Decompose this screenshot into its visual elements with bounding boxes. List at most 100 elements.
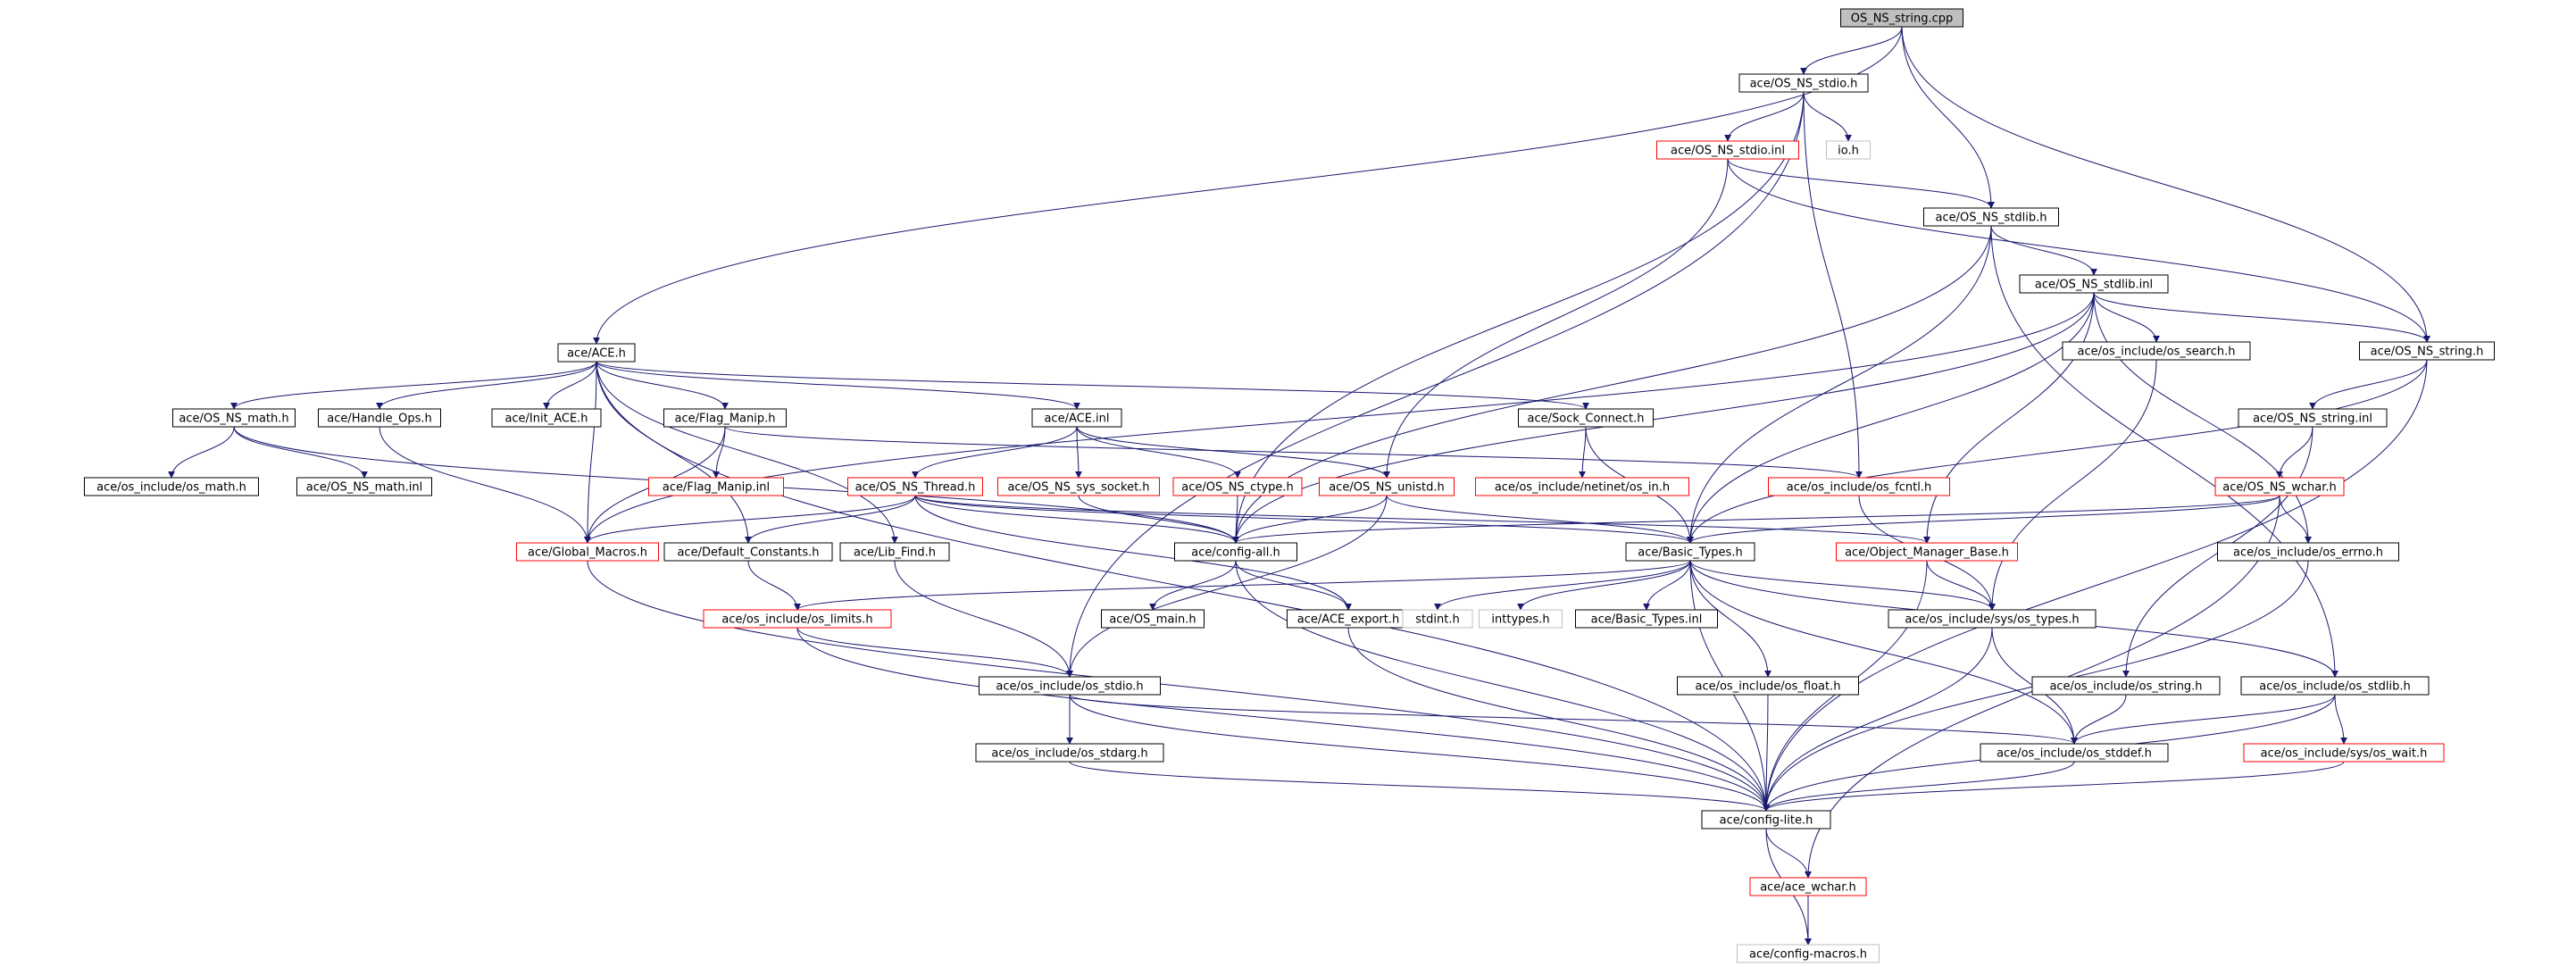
node-io-h[interactable]: io.h: [1826, 140, 1871, 160]
node-stdint-h[interactable]: stdint.h: [1402, 609, 1473, 629]
node-label: ace/os_include/os_stdio.h: [996, 680, 1143, 694]
node-libfind-h[interactable]: ace/Lib_Find.h: [839, 542, 950, 562]
node-label: ace/Basic_Types.h: [1638, 546, 1742, 560]
node-label: ace/ACE.h: [567, 347, 626, 361]
edge-math-h-to-math-inl: [233, 426, 368, 479]
node-objmgr-h[interactable]: ace/Object_Manager_Base.h: [1836, 542, 2018, 562]
node-fcntl-h[interactable]: ace/os_include/os_fcntl.h: [1768, 477, 1950, 496]
node-box: [1888, 609, 2097, 629]
node-label: ace/Handle_Ops.h: [327, 413, 431, 426]
node-box: [1479, 609, 1563, 629]
node-float-h[interactable]: ace/os_include/os_float.h: [1677, 676, 1859, 696]
node-bt-inl[interactable]: ace/Basic_Types.inl: [1575, 609, 1718, 629]
node-label: ace/os_include/os_search.h: [2078, 346, 2236, 359]
node-globmac-h[interactable]: ace/Global_Macros.h: [516, 542, 659, 562]
node-flag-h[interactable]: ace/Flag_Manip.h: [663, 408, 787, 428]
edge-stdio-h-to-io-h: [1803, 91, 1852, 142]
edge-unistd-h-to-basictypes-h: [1386, 495, 1694, 544]
node-label: ace/os_include/sys/os_types.h: [1905, 613, 2079, 627]
node-box: [1840, 8, 1963, 28]
node-box: [1174, 542, 1297, 562]
node-acewchar-h[interactable]: ace/ace_wchar.h: [1749, 877, 1867, 896]
node-ace-h[interactable]: ace/ACE.h: [557, 343, 636, 363]
node-stdio-h[interactable]: ace/OS_NS_stdio.h: [1738, 73, 1869, 93]
node-basictypes-h[interactable]: ace/Basic_Types.h: [1625, 542, 1755, 562]
node-init-h[interactable]: ace/Init_ACE.h: [491, 408, 602, 428]
node-box: [1768, 477, 1950, 496]
edge-ace-h-to-math-h: [230, 361, 597, 410]
edge-ace-h-to-init-h: [543, 361, 597, 410]
node-osstring-h[interactable]: ace/os_include/os_string.h: [2031, 676, 2221, 696]
edge-osstdio-h-to-configlite-h: [1069, 694, 1770, 812]
node-osinc-math[interactable]: ace/os_include/os_math.h: [84, 477, 259, 496]
node-socket-h[interactable]: ace/OS_NS_sys_socket.h: [997, 477, 1160, 496]
node-label: ace/OS_NS_stdlib.h: [1936, 212, 2047, 225]
node-errno-h[interactable]: ace/os_include/os_errno.h: [2217, 542, 2399, 562]
edge-stdio-h-to-configall-h: [1232, 91, 1805, 544]
node-configall-h[interactable]: ace/config-all.h: [1174, 542, 1297, 562]
node-types-h[interactable]: ace/os_include/sys/os_types.h: [1888, 609, 2097, 629]
node-wait-h[interactable]: ace/os_include/sys/os_wait.h: [2243, 743, 2445, 763]
node-ace-inl[interactable]: ace/ACE.inl: [1031, 408, 1122, 428]
node-box: [1738, 73, 1869, 93]
node-configlite-h[interactable]: ace/config-lite.h: [1701, 810, 1831, 829]
node-inttypes-h[interactable]: inttypes.h: [1479, 609, 1563, 629]
node-limits-h[interactable]: ace/os_include/os_limits.h: [703, 609, 892, 629]
node-box: [979, 676, 1161, 696]
node-wchar-h[interactable]: ace/OS_NS_wchar.h: [2214, 477, 2345, 496]
node-handle-h[interactable]: ace/Handle_Ops.h: [318, 408, 441, 428]
node-string-inl[interactable]: ace/OS_NS_string.inl: [2238, 408, 2388, 428]
edge-ace-h-to-flag-h: [596, 361, 729, 410]
edge-basictypes-h-to-types-h: [1689, 560, 1996, 611]
edge-unistd-h-to-configall-h: [1232, 495, 1388, 544]
node-stdlib-inl[interactable]: ace/OS_NS_stdlib.inl: [2019, 274, 2169, 294]
node-label: ace/OS_NS_sys_socket.h: [1007, 481, 1149, 495]
node-label: ace/os_include/os_float.h: [1695, 680, 1840, 694]
node-box: [2240, 676, 2430, 696]
node-box: [1402, 609, 1473, 629]
node-stddef-h[interactable]: ace/os_include/os_stddef.h: [1980, 743, 2169, 763]
edge-wait-h-to-configlite-h: [1763, 761, 2345, 812]
nodes-layer: OS_NS_string.cpp ace/OS_NS_stdio.h ace/OS_…: [84, 8, 2495, 963]
node-thread-h[interactable]: ace/OS_NS_Thread.h: [847, 477, 983, 496]
node-string-h[interactable]: ace/OS_NS_string.h: [2359, 341, 2495, 361]
node-search-h[interactable]: ace/os_include/os_search.h: [2062, 341, 2251, 361]
node-stdlib-h[interactable]: ace/OS_NS_stdlib.h: [1923, 207, 2059, 227]
edge-ace-inl-to-socket-h: [1074, 426, 1082, 479]
edge-thread-h-to-basictypes-h: [914, 495, 1694, 544]
node-label: ace/Default_Constants.h: [677, 546, 819, 560]
node-label: ace/os_include/netinet/os_in.h: [1495, 481, 1670, 495]
node-math-h[interactable]: ace/OS_NS_math.h: [172, 408, 296, 428]
node-math-inl[interactable]: ace/OS_NS_math.inl: [296, 477, 432, 496]
node-osstdlib-h[interactable]: ace/os_include/os_stdlib.h: [2240, 676, 2430, 696]
node-osmain-h[interactable]: ace/OS_main.h: [1101, 609, 1205, 629]
node-label: ace/OS_NS_stdio.h: [1750, 78, 1858, 91]
node-netin-h[interactable]: ace/os_include/netinet/os_in.h: [1475, 477, 1689, 496]
edge-basictypes-h-to-float-h: [1689, 560, 1772, 678]
node-osstdio-h[interactable]: ace/os_include/os_stdio.h: [979, 676, 1161, 696]
node-ctype-h[interactable]: ace/OS_NS_ctype.h: [1172, 477, 1303, 496]
node-sock-h[interactable]: ace/Sock_Connect.h: [1518, 408, 1654, 428]
edge-defconst-h-to-limits-h: [747, 560, 801, 611]
node-label: ace/OS_NS_Thread.h: [855, 481, 976, 495]
node-box: [2062, 341, 2251, 361]
node-stdio-inl[interactable]: ace/OS_NS_stdio.inl: [1656, 140, 1799, 160]
edge-socket-h-to-configall-h: [1078, 495, 1239, 544]
node-configmacros-h[interactable]: ace/config-macros.h: [1737, 944, 1880, 963]
edge-ace-h-to-libfind-h: [596, 361, 898, 544]
node-box: [2243, 743, 2445, 763]
node-root[interactable]: OS_NS_string.cpp: [1840, 8, 1963, 28]
node-box: [648, 477, 784, 496]
edge-root-to-stdlib-h: [1901, 26, 1995, 209]
node-unistd-h[interactable]: ace/OS_NS_unistd.h: [1319, 477, 1455, 496]
node-defconst-h[interactable]: ace/Default_Constants.h: [663, 542, 833, 562]
node-label: ace/OS_NS_math.inl: [306, 481, 423, 495]
node-flag-inl[interactable]: ace/Flag_Manip.inl: [648, 477, 784, 496]
edge-basictypes-h-to-stddef-h: [1689, 560, 2078, 745]
node-stdarg-h[interactable]: ace/os_include/os_stdarg.h: [975, 743, 1164, 763]
node-label: ace/Flag_Manip.inl: [663, 481, 770, 495]
edge-sock-h-to-netin-h: [1579, 426, 1587, 479]
node-export-h[interactable]: ace/ACE_export.h: [1287, 609, 1410, 629]
edge-thread-h-to-defconst-h: [745, 495, 916, 544]
edge-flag-h-to-flag-inl: [713, 426, 726, 479]
